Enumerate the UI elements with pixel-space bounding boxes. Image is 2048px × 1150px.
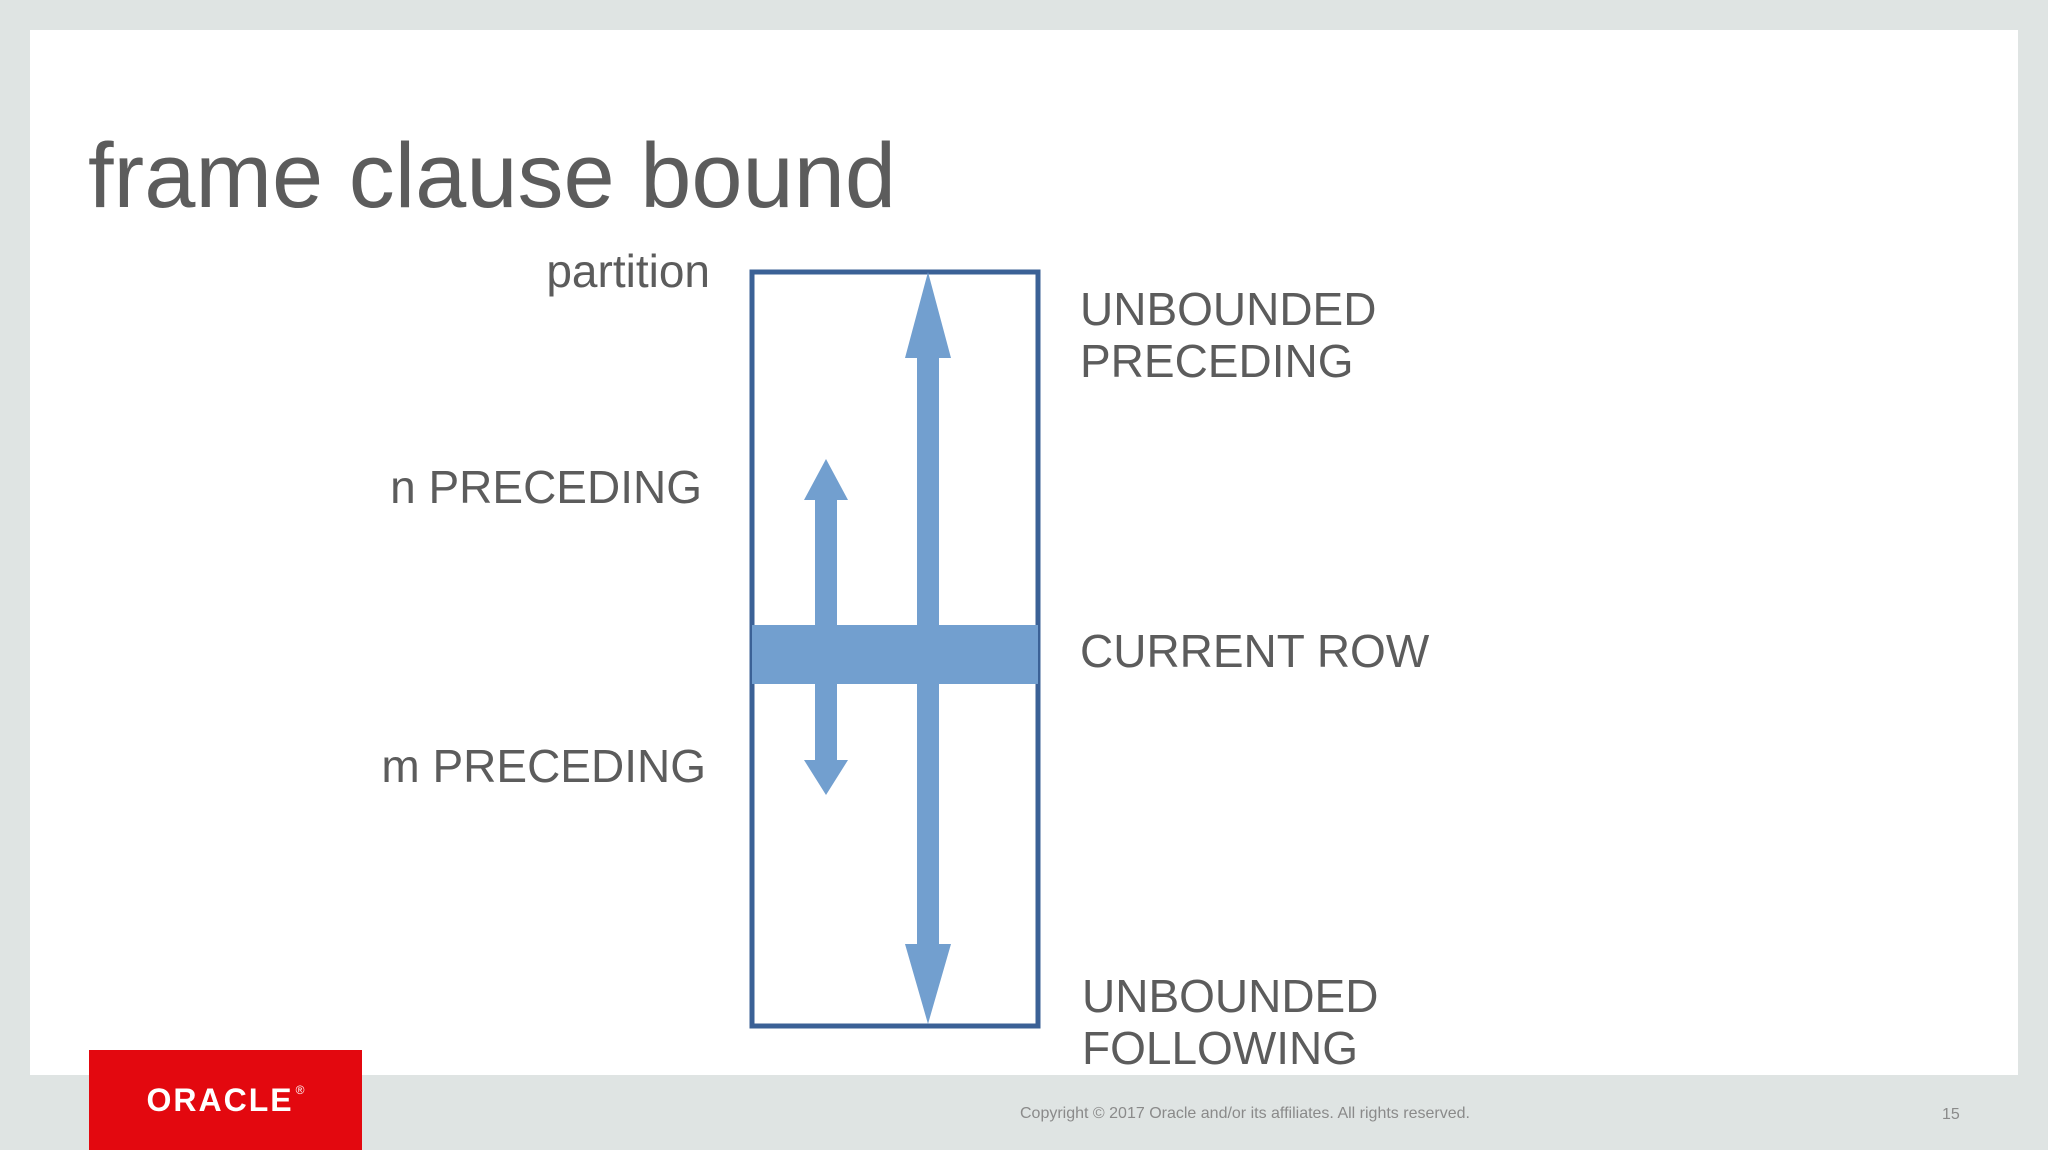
unbounded-following-line2: FOLLOWING (1082, 1022, 1359, 1074)
n-preceding-label: n PRECEDING (390, 461, 702, 513)
unbounded-following-label: UNBOUNDED FOLLOWING (1082, 970, 1378, 1074)
m-preceding-label: m PRECEDING (381, 740, 706, 792)
current-row-band (752, 625, 1038, 684)
copyright-notice: Copyright © 2017 Oracle and/or its affil… (1020, 1105, 1470, 1122)
oracle-logo: ORACLE® (89, 1050, 362, 1150)
unbounded-preceding-line2: PRECEDING (1080, 335, 1354, 387)
slide-title: frame clause bound (88, 125, 897, 227)
unbounded-following-line1: UNBOUNDED (1082, 970, 1379, 1022)
slide-canvas (30, 30, 2018, 1075)
registered-mark: ® (295, 1083, 305, 1097)
page-number: 15 (1942, 1106, 1960, 1123)
unbounded-preceding-label: UNBOUNDED PRECEDING (1080, 283, 1376, 387)
current-row-label: CURRENT ROW (1080, 625, 1430, 677)
oracle-logo-text: ORACLE (146, 1081, 294, 1118)
unbounded-preceding-line1: UNBOUNDED (1080, 283, 1377, 335)
partition-label: partition (546, 245, 710, 297)
